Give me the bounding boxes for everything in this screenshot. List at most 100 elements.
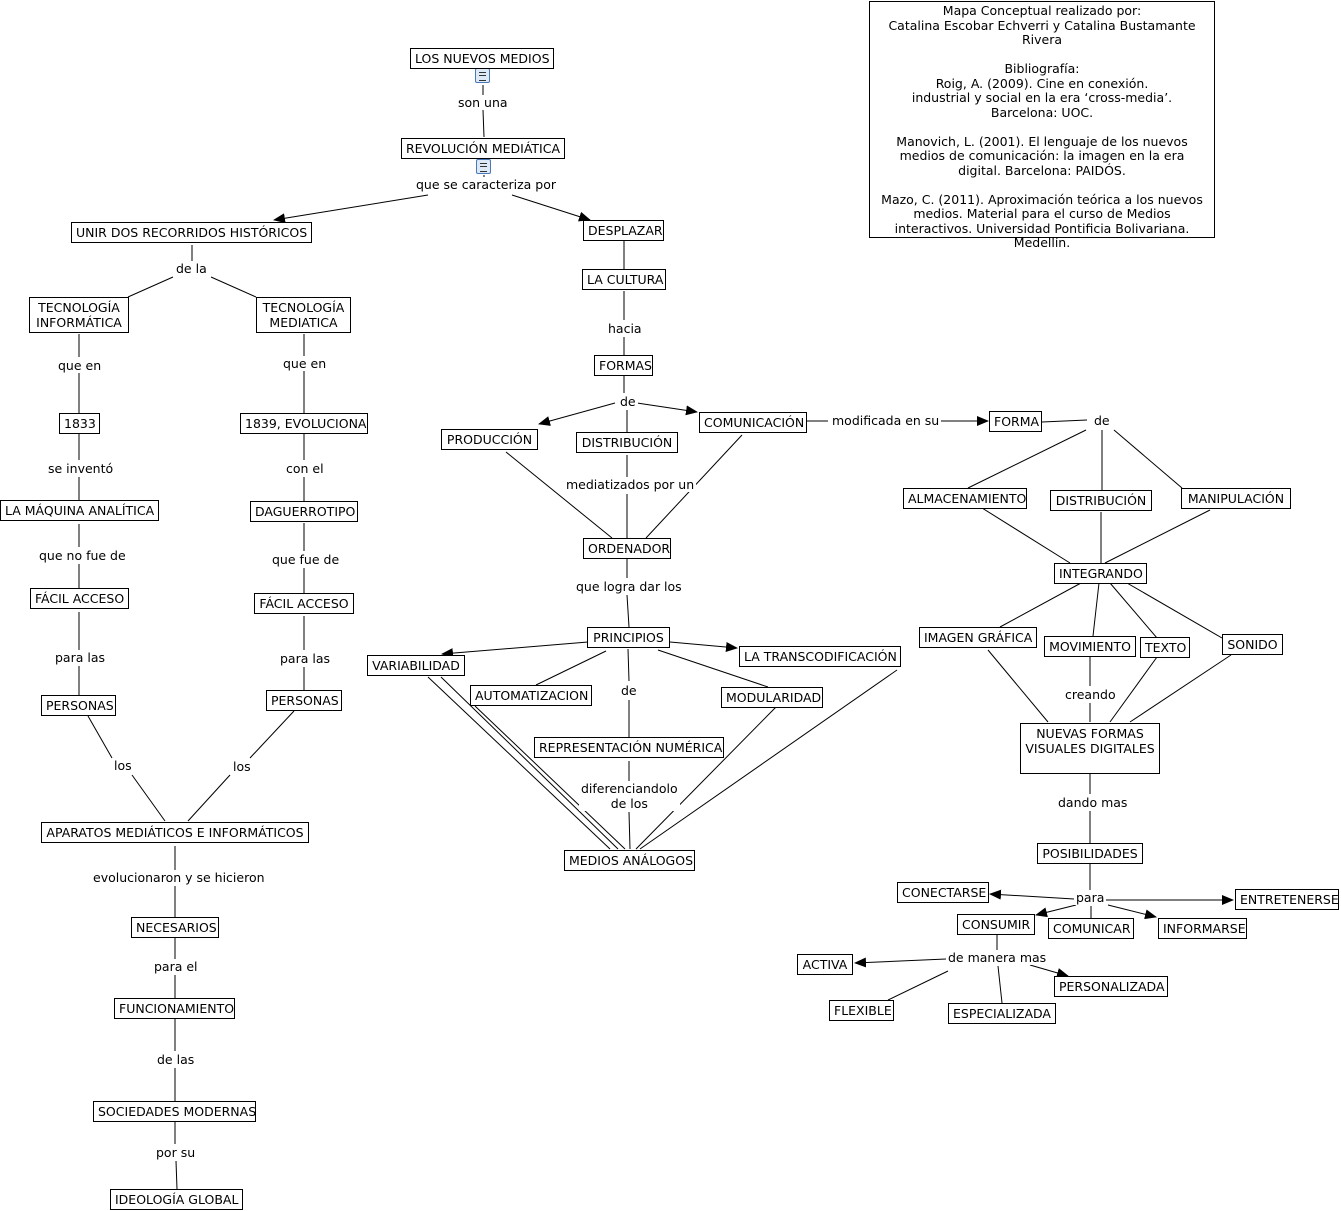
concept-especializada[interactable]: ESPECIALIZADA	[948, 1003, 1056, 1024]
link-modificada[interactable]: modificada en su	[830, 413, 942, 428]
concept-revolucion-mediatica[interactable]: REVOLUCIÓN MEDIÁTICA	[401, 138, 565, 159]
info-line: medios de comunicación: la imagen en la …	[899, 148, 1185, 163]
link-para-las-2[interactable]: para las	[278, 651, 333, 666]
concept-consumir[interactable]: CONSUMIR	[957, 914, 1035, 935]
link-son-una[interactable]: son una	[456, 95, 510, 110]
concept-almacenamiento[interactable]: ALMACENAMIENTO	[903, 488, 1027, 509]
link-de-la[interactable]: de la	[174, 261, 209, 276]
concept-distribucion-2[interactable]: DISTRIBUCIÓN	[1050, 490, 1152, 511]
info-line: medios. Material para el curso de Medios	[913, 206, 1171, 221]
concept-1833[interactable]: 1833	[59, 413, 100, 434]
concept-variabilidad[interactable]: VARIABILIDAD	[367, 655, 465, 676]
concept-manipulacion[interactable]: MANIPULACIÓN	[1181, 488, 1291, 509]
concept-tecnologia-mediatica[interactable]: TECNOLOGÍA MEDIATICA	[256, 297, 351, 333]
info-spacer	[870, 120, 1214, 135]
document-icon[interactable]	[476, 159, 491, 174]
concept-imagen-grafica[interactable]: IMAGEN GRÁFICA	[919, 627, 1037, 648]
info-line: Catalina Escobar Echverri y Catalina Bus…	[888, 17, 1196, 47]
concept-comunicar[interactable]: COMUNICAR	[1048, 918, 1134, 939]
info-spacer	[870, 48, 1214, 63]
link-de-manera-mas[interactable]: de manera mas	[946, 950, 1049, 965]
info-line: Mazo, C. (2011). Aproximación teórica a …	[881, 191, 1203, 207]
link-que-se-caracteriza[interactable]: que se caracteriza por	[414, 177, 559, 192]
link-los-1[interactable]: los	[112, 758, 134, 773]
concept-medios-analogos[interactable]: MEDIOS ANÁLOGOS	[564, 850, 695, 871]
link-para-las-1[interactable]: para las	[53, 650, 108, 665]
link-que-logra[interactable]: que logra dar los	[574, 579, 684, 594]
concept-1839[interactable]: 1839, EVOLUCIONA	[240, 413, 368, 434]
link-se-invento[interactable]: se inventó	[46, 461, 116, 476]
link-con-el[interactable]: con el	[284, 461, 326, 476]
concept-conectarse[interactable]: CONECTARSE	[897, 882, 989, 903]
info-line: Manovich, L. (2001). El lenguaje de los …	[896, 133, 1188, 149]
info-line: Barcelona: UOC.	[990, 104, 1094, 120]
credits-bibliography-box: Mapa Conceptual realizado por:Catalina E…	[869, 1, 1215, 250]
concept-modularidad[interactable]: MODULARIDAD	[721, 687, 823, 708]
link-para-el[interactable]: para el	[152, 959, 200, 974]
concept-unir-recorridos[interactable]: UNIR DOS RECORRIDOS HISTÓRICOS	[71, 222, 312, 243]
concept-forma[interactable]: FORMA	[989, 411, 1042, 432]
concept-nuevas-formas[interactable]: NUEVAS FORMAS VISUALES DIGITALES	[1020, 723, 1160, 774]
concept-facil-acceso-2[interactable]: FÁCIL ACCESO	[254, 593, 354, 614]
concept-nuevos-medios[interactable]: LOS NUEVOS MEDIOS	[410, 48, 554, 69]
link-de-forma[interactable]: de	[1092, 413, 1112, 428]
concept-produccion[interactable]: PRODUCCIÓN	[441, 429, 538, 450]
link-los-2[interactable]: los	[231, 759, 253, 774]
concept-personas-2[interactable]: PERSONAS	[266, 690, 342, 711]
link-de-las[interactable]: de las	[155, 1052, 197, 1067]
link-por-su[interactable]: por su	[154, 1145, 198, 1160]
link-de-formas[interactable]: de	[618, 394, 638, 409]
concept-comunicacion[interactable]: COMUNICACIÓN	[699, 412, 807, 433]
info-line: Roig, A. (2009). Cine en conexión.	[935, 75, 1149, 91]
info-line: Medellín.	[1013, 235, 1071, 250]
info-spacer	[870, 178, 1214, 193]
concept-sociedades-modernas[interactable]: SOCIEDADES MODERNAS	[93, 1101, 256, 1122]
link-para[interactable]: para	[1074, 890, 1107, 905]
concept-formas[interactable]: FORMAS	[594, 355, 653, 376]
concept-automatizacion[interactable]: AUTOMATIZACION	[470, 685, 592, 706]
link-evolucionaron[interactable]: evolucionaron y se hicieron	[91, 870, 267, 885]
concept-la-cultura[interactable]: LA CULTURA	[582, 269, 666, 290]
info-line: industrial y social en la era ‘cross-med…	[911, 90, 1173, 105]
concept-activa[interactable]: ACTIVA	[797, 954, 853, 975]
concept-desplazar[interactable]: DESPLAZAR	[583, 220, 664, 241]
concept-informarse[interactable]: INFORMARSE	[1158, 918, 1247, 939]
concept-aparatos[interactable]: APARATOS MEDIÁTICOS E INFORMÁTICOS	[41, 822, 309, 843]
concept-movimiento[interactable]: MOVIMIENTO	[1044, 636, 1136, 657]
info-line: Bibliografía:	[1004, 61, 1080, 76]
document-icon[interactable]	[475, 68, 490, 83]
concept-posibilidades[interactable]: POSIBILIDADES	[1037, 843, 1143, 864]
concept-ordenador[interactable]: ORDENADOR	[583, 538, 671, 559]
link-dando-mas[interactable]: dando mas	[1056, 795, 1130, 810]
link-que-en-1[interactable]: que en	[56, 358, 104, 373]
concept-personalizada[interactable]: PERSONALIZADA	[1054, 976, 1168, 997]
concept-tecnologia-informatica[interactable]: TECNOLOGÍA INFORMÁTICA	[29, 297, 129, 333]
concept-facil-acceso-1[interactable]: FÁCIL ACCESO	[30, 588, 129, 609]
info-line: interactivos. Universidad Pontificia Bol…	[894, 220, 1190, 236]
link-diferenciandolo[interactable]: diferenciandolo de los	[579, 781, 680, 811]
concept-flexible[interactable]: FLEXIBLE	[829, 1000, 894, 1021]
concept-funcionamiento[interactable]: FUNCIONAMIENTO	[114, 998, 235, 1019]
concept-necesarios[interactable]: NECESARIOS	[131, 917, 219, 938]
link-que-no-fue-de[interactable]: que no fue de	[37, 548, 128, 563]
link-de-principios[interactable]: de	[619, 683, 639, 698]
concept-principios[interactable]: PRINCIPIOS	[587, 627, 670, 648]
concept-daguerrotipo[interactable]: DAGUERROTIPO	[250, 501, 358, 522]
concept-representacion-numerica[interactable]: REPRESENTACIÓN NUMÉRICA	[534, 737, 724, 758]
concept-ideologia-global[interactable]: IDEOLOGÍA GLOBAL	[110, 1189, 243, 1210]
link-que-en-2[interactable]: que en	[281, 356, 329, 371]
concept-sonido[interactable]: SONIDO	[1222, 634, 1283, 655]
link-hacia[interactable]: hacia	[606, 321, 644, 336]
concept-texto[interactable]: TEXTO	[1140, 637, 1190, 658]
link-mediatizados[interactable]: mediatizados por un	[564, 477, 697, 492]
link-creando[interactable]: creando	[1063, 687, 1118, 702]
concept-distribucion[interactable]: DISTRIBUCIÓN	[576, 432, 678, 453]
concept-transcodificacion[interactable]: LA TRANSCODIFICACIÓN	[739, 646, 901, 667]
info-line: digital. Barcelona: PAIDÓS.	[958, 162, 1126, 178]
info-line: Mapa Conceptual realizado por:	[942, 3, 1142, 18]
concept-integrando[interactable]: INTEGRANDO	[1054, 563, 1147, 584]
concept-maquina-analitica[interactable]: LA MÁQUINA ANALÍTICA	[0, 500, 159, 521]
concept-entretenerse[interactable]: ENTRETENERSE	[1235, 889, 1339, 910]
concept-personas-1[interactable]: PERSONAS	[41, 695, 116, 716]
link-que-fue-de[interactable]: que fue de	[270, 552, 342, 567]
